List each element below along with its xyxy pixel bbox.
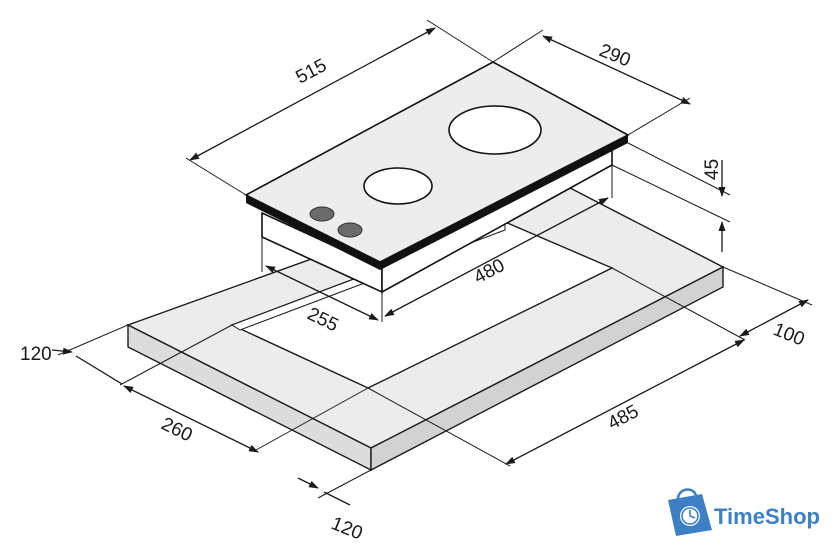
dim-label-485: 485 (604, 401, 642, 434)
dim-counter-bottom: 120 (297, 469, 372, 545)
dim-counter-left: 120 (20, 324, 233, 386)
small-burner (363, 167, 433, 205)
dim-label-45: 45 (702, 159, 723, 180)
brand-logo: TimeShop (668, 488, 820, 536)
control-knob-1 (309, 206, 335, 222)
cooktop (244, 61, 630, 294)
dim-label-515: 515 (292, 55, 330, 88)
shopping-bag-clock-icon (668, 488, 712, 536)
dim-label-290: 290 (596, 40, 633, 71)
dim-label-120-left: 120 (20, 344, 52, 365)
dim-label-255: 255 (304, 304, 342, 337)
dim-label-120-bottom: 120 (328, 513, 365, 544)
dim-label-100: 100 (770, 319, 807, 350)
large-burner (448, 105, 542, 155)
dim-height: 45 (611, 142, 731, 252)
control-knob-2 (337, 222, 363, 238)
cooktop-glass-front-edge (246, 195, 380, 270)
brand-name: TimeShop (714, 504, 820, 529)
dim-label-480: 480 (470, 255, 508, 288)
